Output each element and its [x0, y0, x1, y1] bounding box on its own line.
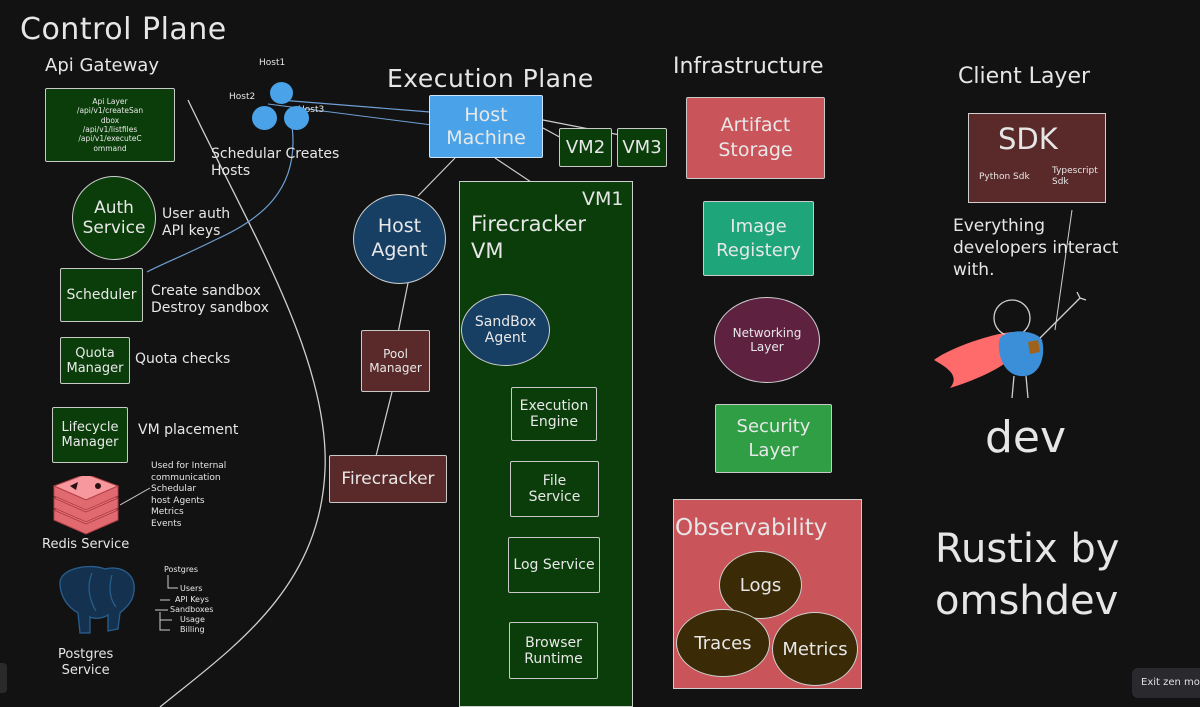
redis-service-label: Redis Service — [42, 537, 130, 552]
python-sdk-label: Python Sdk — [979, 172, 1030, 182]
postgres-service-label: Postgres Service — [58, 647, 114, 678]
sdk-title: SDK — [998, 122, 1058, 156]
host-machine-box[interactable]: Host Machine — [429, 95, 543, 158]
host-agent-node[interactable]: Host Agent — [353, 194, 446, 284]
observability-title: Observability — [675, 515, 828, 541]
exit-zen-mode-button[interactable]: Exit zen mode — [1132, 668, 1200, 698]
networking-layer-node[interactable]: Networking Layer — [714, 297, 820, 383]
host2-label: Host2 — [229, 92, 256, 102]
host3-label: Host3 — [298, 105, 325, 115]
api-gateway-title: Api Gateway — [45, 55, 159, 76]
metrics-node[interactable]: Metrics — [772, 612, 858, 686]
postgres-tree-usage: Usage — [180, 615, 205, 624]
vm2-box[interactable]: VM2 — [559, 128, 612, 167]
file-service-box[interactable]: File Service — [510, 461, 599, 517]
artifact-storage-box[interactable]: Artifact Storage — [686, 97, 825, 179]
security-layer-box[interactable]: Security Layer — [715, 404, 832, 473]
lifecycle-manager-box[interactable]: Lifecycle Manager — [52, 407, 128, 463]
postgres-tree-billing: Billing — [180, 625, 205, 634]
scheduler-creates-hosts-note: Schedular Creates Hosts — [211, 146, 340, 179]
infrastructure-title: Infrastructure — [673, 54, 824, 79]
api-layer-box[interactable]: Api Layer /api/v1/createSan dbox /api/v1… — [45, 88, 175, 162]
developer-illustration-icon — [934, 291, 1087, 399]
sandbox-agent-node[interactable]: SandBox Agent — [461, 294, 550, 366]
postgres-tree-api-keys: API Keys — [175, 595, 209, 604]
control-plane-title: Control Plane — [20, 12, 227, 47]
sdk-box[interactable] — [968, 113, 1106, 203]
logs-node[interactable]: Logs — [719, 551, 802, 619]
vm1-container[interactable] — [459, 181, 633, 707]
execution-plane-title: Execution Plane — [387, 64, 594, 93]
execution-engine-box[interactable]: Execution Engine — [511, 387, 597, 441]
host1-node[interactable] — [270, 82, 293, 104]
firecracker-vm-label: Firecracker VM — [471, 212, 587, 264]
lifecycle-manager-note: VM placement — [138, 422, 239, 438]
redis-note: Used for Internal communication Schedula… — [151, 461, 227, 529]
vm3-box[interactable]: VM3 — [617, 128, 667, 167]
client-layer-title: Client Layer — [958, 64, 1091, 89]
browser-runtime-box[interactable]: Browser Runtime — [509, 622, 598, 679]
vm1-label: VM1 — [582, 188, 624, 210]
quota-manager-note: Quota checks — [135, 351, 231, 367]
pool-manager-box[interactable]: Pool Manager — [361, 330, 430, 392]
typescript-sdk-label: Typescript Sdk — [1052, 166, 1098, 187]
credit-label: Rustix by omshdev — [935, 526, 1120, 624]
host2-node[interactable] — [252, 106, 277, 130]
postgres-tree-sandboxes: Sandboxes — [170, 605, 214, 614]
image-registry-box[interactable]: Image Registery — [703, 201, 814, 276]
host3-node[interactable] — [284, 106, 309, 130]
auth-service-note: User auth API keys — [162, 206, 231, 239]
host1-label: Host1 — [259, 58, 286, 68]
auth-service-node[interactable]: Auth Service — [72, 176, 156, 260]
dev-label: dev — [985, 412, 1067, 463]
traces-node[interactable]: Traces — [676, 609, 770, 677]
postgres-tree-users: Users — [180, 584, 203, 593]
redis-icon — [52, 476, 120, 535]
client-layer-note: Everything developers interact with. — [953, 216, 1119, 281]
log-service-box[interactable]: Log Service — [508, 537, 600, 593]
scheduler-note: Create sandbox Destroy sandbox — [151, 283, 269, 316]
postgres-tree-root: Postgres — [164, 565, 199, 574]
postgres-icon — [59, 565, 135, 634]
firecracker-box[interactable]: Firecracker — [329, 455, 447, 503]
left-edge-handle[interactable] — [0, 663, 7, 693]
quota-manager-box[interactable]: Quota Manager — [60, 337, 130, 384]
scheduler-box[interactable]: Scheduler — [60, 268, 143, 322]
